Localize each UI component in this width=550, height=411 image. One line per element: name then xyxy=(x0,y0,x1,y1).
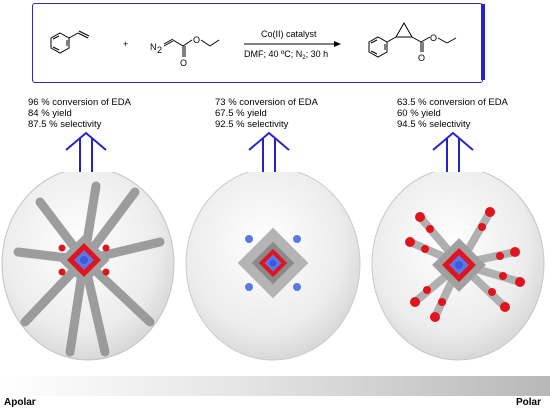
panel-3-oxygen-atoms xyxy=(405,207,525,322)
ethyl-diazoacetate-structure xyxy=(163,38,220,57)
catalyst-label: Co(II) catalyst xyxy=(261,29,317,39)
panel-1-selectivity: 87.5 % selectivity xyxy=(28,119,102,130)
panel-3-results: 63.5 % conversion of EDA 60 % yield 94.5… xyxy=(397,97,508,130)
panel-1-conversion: 96 % conversion of EDA xyxy=(28,97,131,108)
polar-catalyst-model xyxy=(371,172,545,361)
styrene-structure xyxy=(50,30,90,54)
diazo-n-label: N xyxy=(150,42,157,52)
plus-sign: + xyxy=(123,39,128,49)
conditions-text: DMF; 40 ºC; N xyxy=(244,49,302,59)
reaction-arrowhead xyxy=(334,41,341,47)
up-arrows xyxy=(65,131,474,174)
panel-2-porphyrin-core xyxy=(237,227,309,299)
carbonyl-oxygen: O xyxy=(180,58,187,68)
conditions-label: DMF; 40 ºC; N2; 30 h xyxy=(244,49,328,61)
apolar-catalyst-model xyxy=(1,172,175,361)
polar-label: Polar xyxy=(516,397,542,408)
panel-2-results: 73 % conversion of EDA 67.5 % yield 92.5… xyxy=(215,97,318,130)
polarity-gradient-bar xyxy=(0,376,550,396)
diazo-subscript: 2 xyxy=(157,45,162,55)
panel-3-selectivity: 94.5 % selectivity xyxy=(397,119,471,130)
panel-3-yield: 60 % yield xyxy=(397,108,441,119)
panel-1-yield: 84 % yield xyxy=(28,108,72,119)
panel-3-double-arrow-icon xyxy=(432,131,474,174)
panel-3-conversion: 63.5 % conversion of EDA xyxy=(397,97,508,108)
molecular-renderings xyxy=(1,172,545,361)
reaction-scheme: + N 2 O O Co(II) catalyst DMF; 40 ºC; N2… xyxy=(50,21,457,68)
unsubstituted-catalyst-model xyxy=(185,172,361,361)
panel-2-yield: 67.5 % yield xyxy=(215,108,267,119)
scheme-frame-accent xyxy=(481,4,485,80)
conditions-subscript: 2 xyxy=(302,55,306,61)
ester-oxygen: O xyxy=(193,35,200,45)
apolar-label: Apolar xyxy=(4,397,36,408)
product-carbonyl-oxygen: O xyxy=(418,53,425,63)
panel-3-porphyrin-core xyxy=(432,238,486,292)
panel-1-double-arrow-icon xyxy=(65,131,107,174)
panel-1-results: 96 % conversion of EDA 84 % yield 87.5 %… xyxy=(28,97,131,130)
conditions-tail: ; 30 h xyxy=(306,49,329,59)
panel-2-double-arrow-icon xyxy=(248,131,290,174)
cyclopropane-product-structure xyxy=(368,21,457,58)
panel-2-conversion: 73 % conversion of EDA xyxy=(215,97,318,108)
product-ester-oxygen: O xyxy=(430,33,437,43)
panel-2-selectivity: 92.5 % selectivity xyxy=(215,119,289,130)
